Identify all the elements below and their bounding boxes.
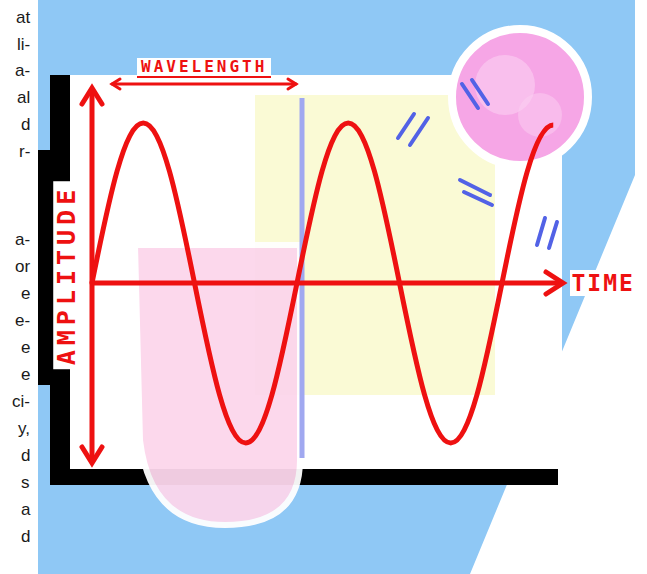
text-fragment: d — [21, 115, 30, 135]
text-fragment: d — [21, 527, 30, 547]
text-fragment: a — [21, 500, 30, 520]
text-fragment: e — [21, 365, 30, 385]
text-fragment: y, — [18, 419, 30, 439]
wavelength-arrow — [112, 79, 296, 89]
text-fragment: or — [15, 257, 30, 277]
text-fragment: a- — [15, 230, 30, 250]
motion-dashes — [398, 80, 557, 248]
axes — [82, 88, 563, 463]
text-fragment: a- — [15, 61, 30, 81]
text-fragment: al — [17, 88, 30, 108]
axis-label: TIME — [570, 270, 637, 296]
pink-circle — [452, 29, 588, 165]
text-fragment: e- — [15, 311, 30, 331]
text-fragment: e — [21, 284, 30, 304]
axis-label: AMPLITUDE — [53, 181, 81, 369]
text-fragment: li- — [17, 35, 30, 55]
axis-label: WAVELENGTH — [137, 58, 271, 78]
circle-texture — [518, 93, 562, 137]
text-fragment: r- — [19, 142, 30, 162]
text-fragment: ci- — [12, 392, 30, 412]
sine-wave — [92, 123, 553, 443]
blue-ground — [38, 0, 647, 574]
text-fragment: at — [16, 8, 30, 28]
text-fragment: e — [21, 338, 30, 358]
text-fragment: d — [21, 446, 30, 466]
text-fragment: s — [21, 473, 30, 493]
